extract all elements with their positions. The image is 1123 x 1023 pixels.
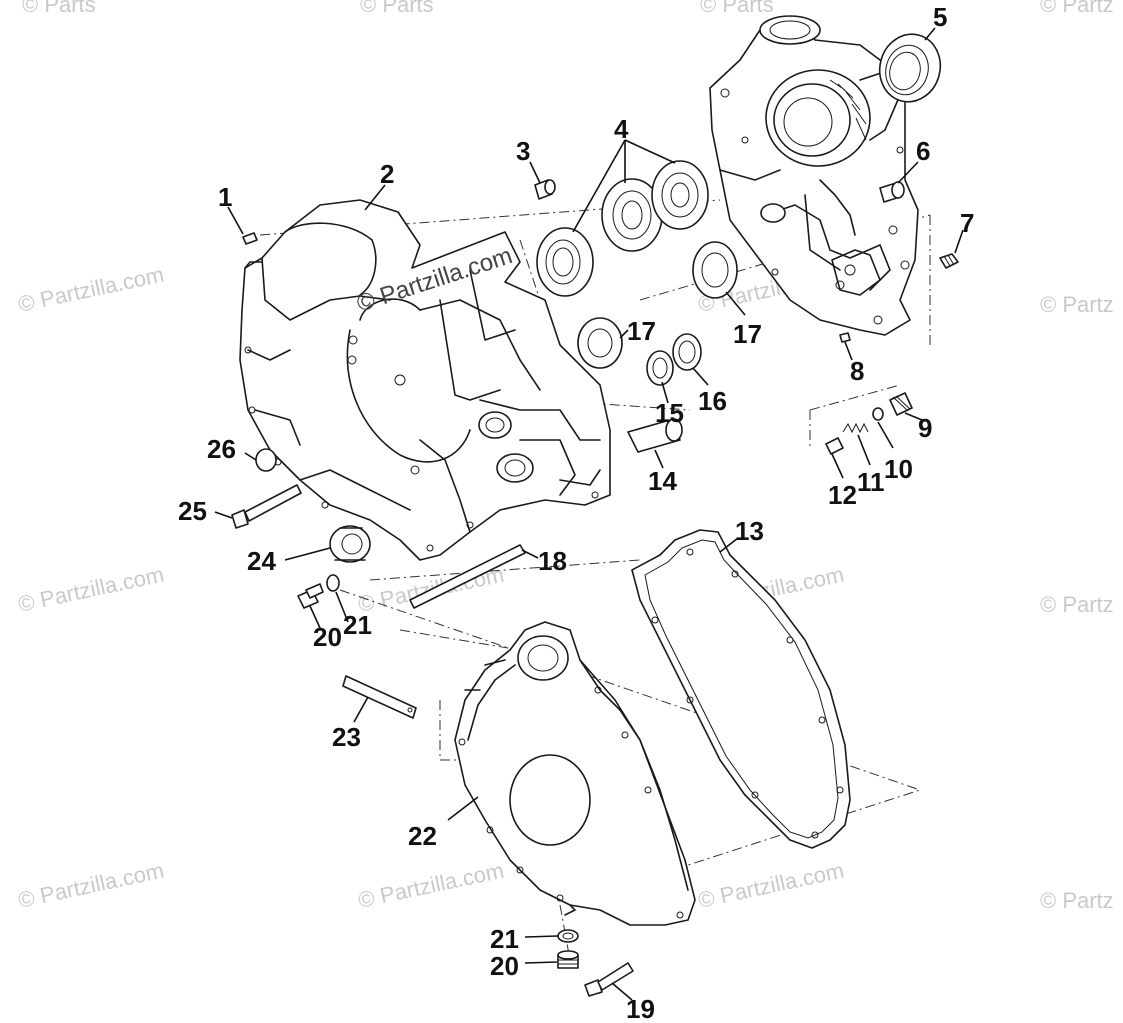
- drain-plug-lower-part: [557, 929, 579, 969]
- callout-15: 15: [655, 398, 684, 428]
- stud-part: [409, 544, 526, 609]
- callout-11: 11: [857, 467, 885, 497]
- callout-12: 12: [828, 480, 857, 510]
- callout-13: 13: [735, 516, 764, 546]
- callout-2: 2: [380, 159, 394, 189]
- callout-17-right: 17: [733, 319, 762, 349]
- watermark-text: © Parts: [360, 0, 434, 17]
- strap-part: [342, 675, 417, 719]
- callout-24: 24: [247, 546, 276, 576]
- watermark-text: © Partzilla.com: [16, 262, 166, 317]
- callout-8: 8: [850, 356, 864, 386]
- callout-14: 14: [648, 466, 677, 496]
- callout-18: 18: [538, 546, 567, 576]
- small-bearing-parts: [577, 241, 738, 369]
- callout-17-left: 17: [627, 316, 656, 346]
- watermark-text: © Partzilla.com: [356, 858, 506, 913]
- callout-7: 7: [960, 208, 974, 238]
- callout-3: 3: [516, 136, 530, 166]
- detent-parts: [825, 392, 913, 455]
- callout-5: 5: [933, 2, 947, 32]
- leader-lines: [214, 27, 964, 1001]
- cover-bolt-part: [584, 962, 634, 997]
- callout-21-upper: 21: [343, 610, 372, 640]
- callout-16: 16: [698, 386, 727, 416]
- callout-21-lower: 21: [490, 924, 519, 954]
- clutch-cover-part: [454, 621, 696, 926]
- bearing-parts: [536, 160, 709, 297]
- cover-gasket-part: [631, 529, 851, 849]
- callout-20-lower: 20: [490, 951, 519, 981]
- callout-4: 4: [614, 114, 629, 144]
- seal-parts: [646, 333, 702, 386]
- watermark-text: © Partz: [1040, 888, 1114, 913]
- breather-part: [939, 253, 959, 269]
- sleeve-part: [627, 418, 683, 453]
- dowel-parts: [242, 179, 905, 343]
- watermark-text: © Partzilla.com: [696, 858, 846, 913]
- callout-20-upper: 20: [313, 622, 342, 652]
- watermark-text: © Partzilla.com: [16, 562, 166, 617]
- callout-9: 9: [918, 413, 932, 443]
- callout-1: 1: [218, 182, 232, 212]
- watermark-text: © Parts: [700, 0, 774, 17]
- callout-labels: 1 2 3 4 5 6 7 8 9 10 11 12 13 14 15 16 1…: [178, 2, 974, 1023]
- callout-26: 26: [207, 434, 236, 464]
- watermark-text: © Partz: [1040, 0, 1114, 17]
- callout-25: 25: [178, 496, 207, 526]
- drain-bolt-upper-part: [297, 574, 340, 609]
- watermark-text: © Partzilla.com: [16, 858, 166, 913]
- output-housing-part: [709, 15, 919, 336]
- long-bolt-part: [231, 484, 302, 529]
- callout-22: 22: [408, 821, 437, 851]
- o-ring-part: [255, 448, 277, 472]
- callout-6: 6: [916, 136, 930, 166]
- watermark-text: © Partz: [1040, 592, 1114, 617]
- callout-19: 19: [626, 994, 655, 1023]
- crankcase-half-part: [239, 199, 611, 561]
- watermark-text: © Partz: [1040, 292, 1114, 317]
- callout-10: 10: [884, 454, 913, 484]
- grommet-part: [329, 525, 371, 563]
- callout-23: 23: [332, 722, 361, 752]
- watermark-text: © Parts: [22, 0, 96, 17]
- oil-seal-part: [878, 33, 942, 103]
